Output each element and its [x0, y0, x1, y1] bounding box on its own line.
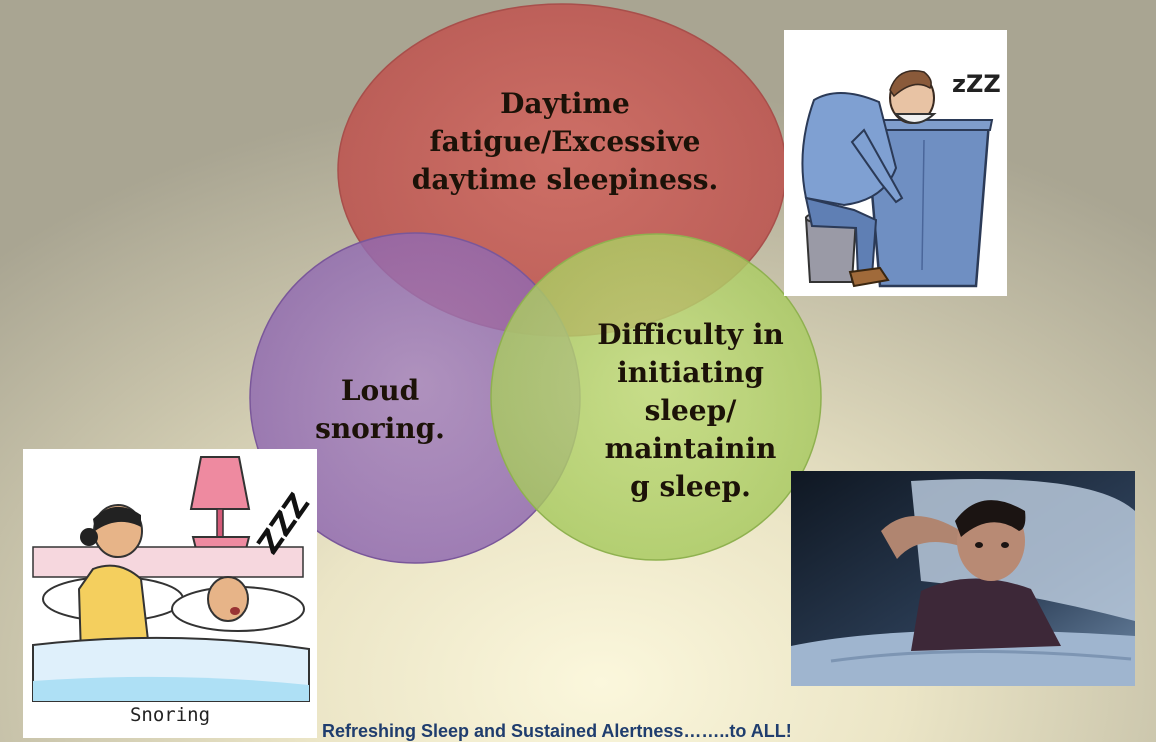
loud-snoring-label: Loud snoring.	[315, 374, 445, 445]
snoring-caption: Snoring	[129, 704, 211, 726]
difficulty-sleep-label: Difficulty in initiating sleep/ maintain…	[597, 318, 784, 503]
insomnia-photo	[791, 471, 1135, 686]
snoring-couple-cartoon: ZZZ Snoring	[23, 449, 317, 738]
sleeping-man-cartoon: zZZ	[784, 30, 1007, 296]
zzz-text: zZZ	[952, 70, 1001, 98]
circle-difficulty-sleep	[490, 233, 822, 561]
footer-tagline: Refreshing Sleep and Sustained Alertness…	[322, 721, 792, 741]
daytime-fatigue-label: Daytime fatigue/Excessive daytime sleepi…	[411, 87, 719, 196]
